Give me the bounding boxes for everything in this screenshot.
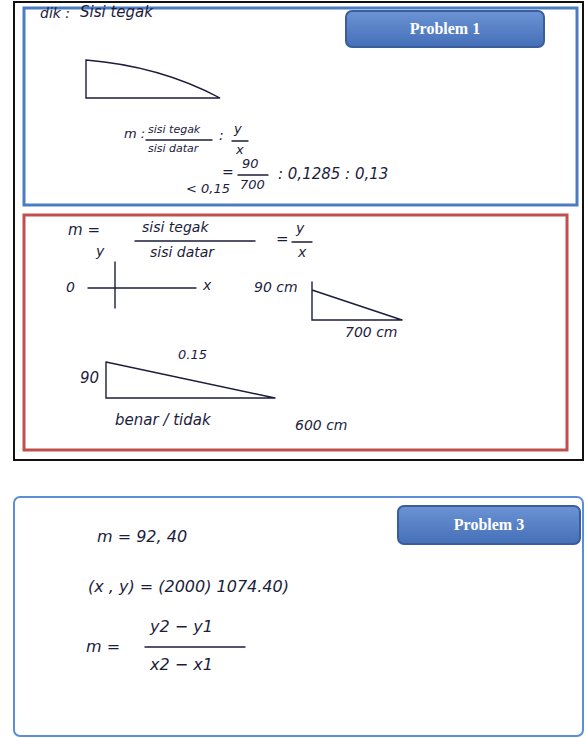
handwritten-note: sisi datar — [150, 245, 214, 260]
handwritten-note: x — [203, 278, 211, 293]
triangle-sketch — [106, 362, 275, 398]
handwritten-note: < 0,15 — [186, 182, 230, 196]
fraction-line — [238, 174, 268, 175]
title-tab: Problem 3 — [397, 505, 581, 545]
tab-label: Problem 1 — [410, 20, 480, 38]
handwritten-note: : 0,1285 : 0,13 — [278, 166, 388, 183]
handwritten-note: 0.15 — [178, 348, 207, 362]
handwritten-note: m = 92, 40 — [97, 528, 187, 546]
handwritten-note: y — [296, 221, 304, 236]
handwritten-note: benar / tidak — [115, 412, 211, 429]
handwritten-note: sisi datar — [148, 143, 198, 155]
handwritten-note: : — [219, 128, 224, 143]
handwritten-note: (x , y) = (2000) 1074.40) — [88, 578, 289, 596]
handwritten-note: m : — [124, 127, 145, 141]
axis-line — [114, 262, 115, 308]
handwritten-note: sisi tegak — [142, 220, 209, 235]
handwritten-note: 90 — [80, 370, 99, 387]
problem-panel — [14, 497, 583, 736]
handwritten-note: y — [234, 122, 242, 136]
handwritten-note: 90 — [242, 157, 259, 171]
handwritten-note: 700 — [240, 178, 265, 192]
axis-line — [88, 287, 196, 288]
handwritten-note: y2 − y1 — [150, 618, 213, 636]
handwritten-note: 600 cm — [295, 418, 348, 433]
handwritten-note: sisi tegak — [148, 124, 200, 136]
handwritten-note: = — [276, 231, 289, 248]
triangle-sketch — [86, 60, 220, 98]
fraction-line — [135, 240, 255, 241]
handwritten-note: x2 − x1 — [150, 656, 213, 674]
title-tab: Problem 1 — [345, 10, 545, 48]
handwritten-note: m = — [68, 222, 100, 239]
handwritten-note: 0 — [66, 280, 75, 295]
handwritten-note: 90 cm — [254, 280, 298, 295]
handwritten-note: m = — [86, 638, 120, 656]
fraction-line — [232, 140, 248, 141]
handwritten-note: x — [298, 245, 306, 260]
handwritten-note: = — [222, 165, 234, 180]
handwritten-note: Sisi tegak — [80, 4, 153, 21]
answer-panel — [24, 215, 567, 450]
outer-frame — [14, 2, 583, 460]
tab-label: Problem 3 — [454, 516, 524, 534]
problem-panel — [24, 8, 577, 205]
fraction-line — [292, 241, 312, 242]
handwritten-note: y — [96, 244, 104, 259]
handwritten-note: dik : — [40, 6, 70, 21]
fraction-line — [146, 139, 212, 140]
handwritten-note: 700 cm — [345, 325, 398, 340]
fraction-line — [145, 646, 245, 647]
triangle-sketch — [312, 282, 402, 320]
handwritten-note: x — [236, 143, 244, 157]
